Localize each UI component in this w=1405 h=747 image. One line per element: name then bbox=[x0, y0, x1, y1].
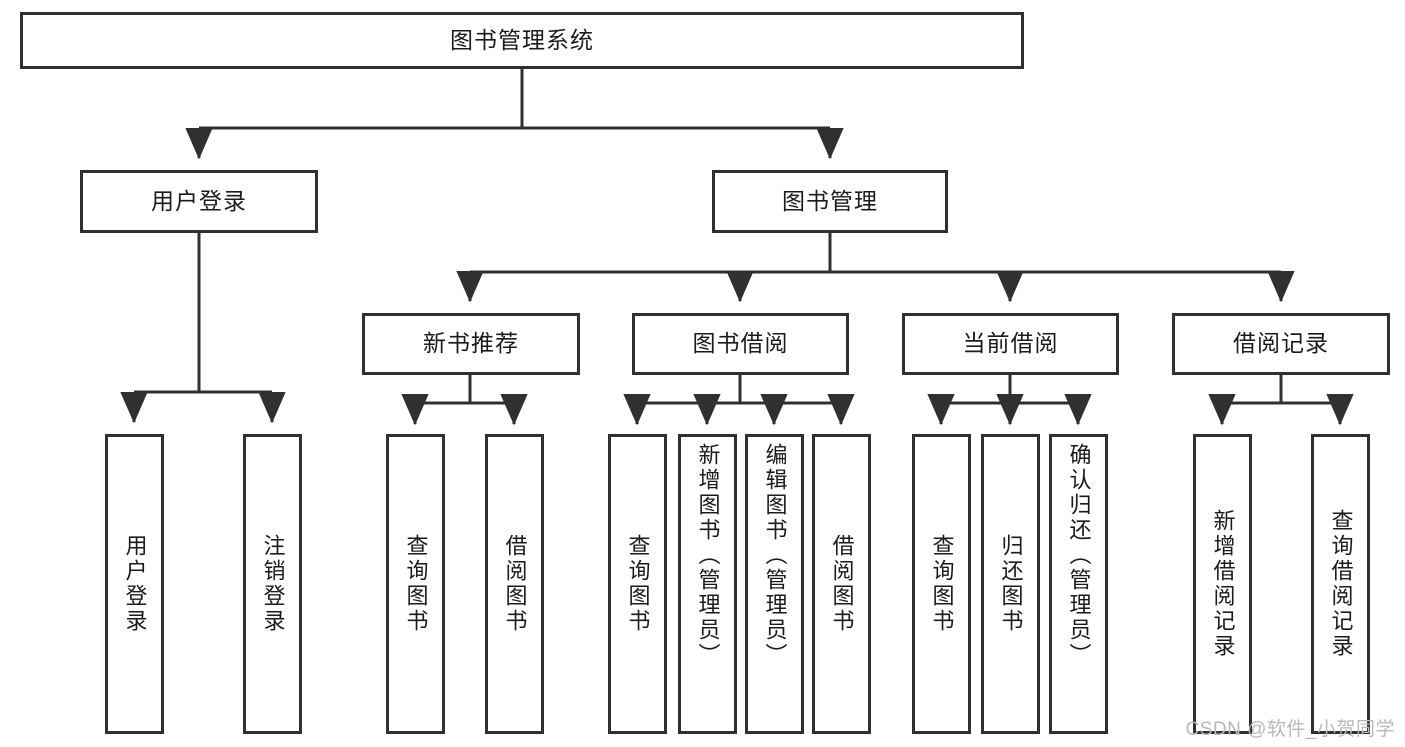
leaf-return-books[interactable]: 归还图书 bbox=[981, 434, 1040, 734]
node-root-book-management-system[interactable]: 图书管理系统 bbox=[20, 12, 1024, 69]
node-label: 新书推荐 bbox=[423, 330, 519, 357]
leaf-edit-book-admin[interactable]: 编辑图书（管理员） bbox=[745, 434, 804, 734]
leaf-add-borrow-record[interactable]: 新增借阅记录 bbox=[1193, 434, 1252, 734]
leaf-borrow-books[interactable]: 借阅图书 bbox=[812, 434, 871, 734]
node-label: 用户登录 bbox=[122, 534, 148, 634]
leaf-user-login[interactable]: 用户登录 bbox=[105, 434, 164, 734]
node-label: 归还图书 bbox=[998, 534, 1024, 634]
csdn-watermark: CSDN @软件_小贺同学 bbox=[1185, 719, 1395, 740]
node-label: 用户登录 bbox=[151, 187, 247, 214]
node-label: 图书管理系统 bbox=[450, 26, 594, 53]
leaf-borrow-books-recommend[interactable]: 借阅图书 bbox=[485, 434, 544, 734]
node-user-login[interactable]: 用户登录 bbox=[80, 170, 318, 233]
node-borrow-records[interactable]: 借阅记录 bbox=[1172, 313, 1390, 375]
node-label: 查询图书 bbox=[929, 534, 955, 634]
leaf-confirm-return-admin[interactable]: 确认归还（管理员） bbox=[1049, 434, 1108, 734]
node-label: 新增图书（管理员） bbox=[695, 443, 721, 668]
node-book-management[interactable]: 图书管理 bbox=[712, 170, 948, 233]
leaf-query-borrow-record[interactable]: 查询借阅记录 bbox=[1311, 434, 1370, 734]
node-label: 当前借阅 bbox=[962, 330, 1059, 357]
node-label: 新增借阅记录 bbox=[1210, 509, 1236, 659]
node-label: 图书借阅 bbox=[692, 330, 789, 357]
node-label: 编辑图书（管理员） bbox=[762, 443, 788, 668]
leaf-logout[interactable]: 注销登录 bbox=[243, 434, 302, 734]
leaf-query-books-current[interactable]: 查询图书 bbox=[912, 434, 971, 734]
leaf-query-books-recommend[interactable]: 查询图书 bbox=[386, 434, 445, 734]
node-label: 注销登录 bbox=[260, 534, 286, 634]
node-label: 确认归还（管理员） bbox=[1066, 443, 1092, 668]
node-label: 借阅图书 bbox=[829, 534, 855, 634]
leaf-add-book-admin[interactable]: 新增图书（管理员） bbox=[678, 434, 737, 734]
node-label: 查询图书 bbox=[625, 534, 651, 634]
node-label: 借阅记录 bbox=[1233, 330, 1329, 357]
node-label: 查询图书 bbox=[403, 534, 429, 634]
node-label: 图书管理 bbox=[782, 187, 878, 214]
node-label: 借阅图书 bbox=[502, 534, 528, 634]
leaf-query-books-borrow[interactable]: 查询图书 bbox=[608, 434, 667, 734]
node-book-borrow[interactable]: 图书借阅 bbox=[632, 313, 849, 375]
node-label: 查询借阅记录 bbox=[1328, 509, 1354, 659]
node-new-book-recommend[interactable]: 新书推荐 bbox=[362, 313, 580, 375]
node-current-borrow[interactable]: 当前借阅 bbox=[902, 313, 1119, 375]
